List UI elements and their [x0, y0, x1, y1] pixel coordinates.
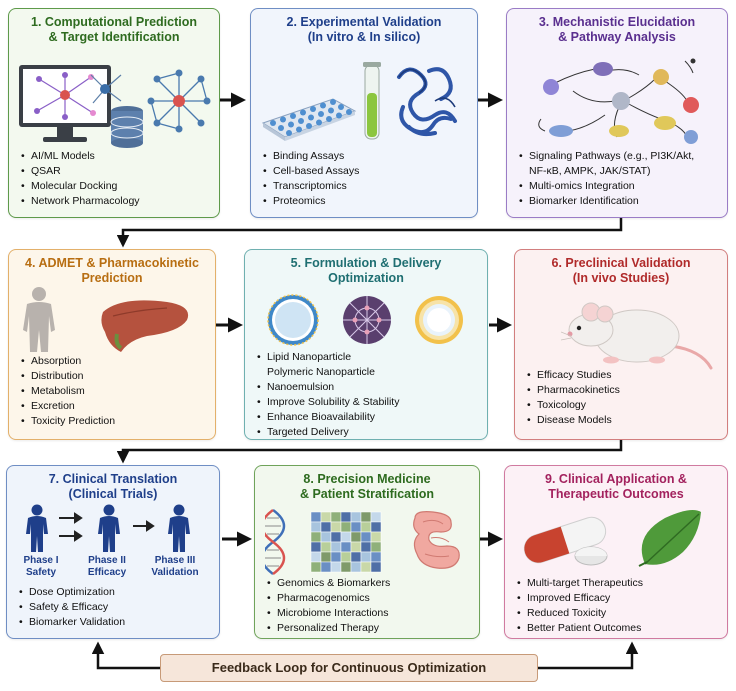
list-item: Safety & Efficacy	[19, 600, 125, 615]
list-item: Proteomics	[263, 194, 359, 209]
list-item: Reduced Toxicity	[517, 606, 643, 621]
list-item: Biomarker Validation	[19, 615, 125, 630]
panel-title: 6. Preclinical Validation (In vivo Studi…	[551, 256, 691, 285]
list-item: Metabolism	[21, 384, 115, 399]
panel-formulation-delivery: 5. Formulation & Delivery Optimization L…	[244, 249, 488, 440]
phase-label: Phase II Efficacy	[87, 555, 127, 578]
bullet-list: Dose Optimization Safety & Efficacy Biom…	[19, 585, 125, 630]
panel-title: 9. Clinical Application & Therapeutic Ou…	[545, 472, 687, 501]
feedback-loop-box: Feedback Loop for Continuous Optimizatio…	[160, 654, 538, 682]
list-item: Disease Models	[527, 413, 620, 428]
panel-title: 5. Formulation & Delivery Optimization	[290, 256, 442, 285]
panel-clinical-translation: 7. Clinical Translation (Clinical Trials…	[6, 465, 220, 639]
pathway-network-illustration	[538, 58, 699, 144]
list-item: Lipid Nanoparticle	[257, 350, 399, 365]
list-item: Targeted Delivery	[257, 425, 399, 440]
panel-computational-prediction: 1. Computational Prediction & Target Ide…	[8, 8, 220, 218]
mouse-illustration	[561, 302, 713, 370]
list-item: Biomarker Identification	[519, 194, 694, 209]
list-item: Toxicology	[527, 398, 620, 413]
pill-leaf-illustration	[523, 510, 701, 567]
bullet-list: Multi-target Therapeutics Improved Effic…	[517, 576, 643, 636]
panel-title: 4. ADMET & Pharmacokinetic Prediction	[25, 256, 199, 285]
list-item: Microbiome Interactions	[267, 606, 390, 621]
phase-label: Phase III Validation	[151, 555, 199, 578]
list-item: Dose Optimization	[19, 585, 125, 600]
panel-preclinical-validation: 6. Preclinical Validation (In vivo Studi…	[514, 249, 728, 440]
list-item: Enhance Bioavailability	[257, 410, 399, 425]
list-item: Network Pharmacology	[21, 194, 140, 209]
list-item: AI/ML Models	[21, 149, 140, 164]
list-item: Transcriptomics	[263, 179, 359, 194]
bullet-list: Absorption Distribution Metabolism Excre…	[21, 354, 115, 429]
panel-clinical-application: 9. Clinical Application & Therapeutic Ou…	[504, 465, 728, 639]
panel-title: 8. Precision Medicine & Patient Stratifi…	[299, 472, 435, 501]
list-item: Efficacy Studies	[527, 368, 620, 383]
bullet-list: Lipid Nanoparticle Polymeric Nanoparticl…	[257, 350, 399, 440]
panel-title: 3. Mechanistic Elucidation & Pathway Ana…	[538, 15, 696, 44]
list-item: Multi-target Therapeutics	[517, 576, 643, 591]
computer-network-illustration	[19, 65, 211, 148]
list-item: Binding Assays	[263, 149, 359, 164]
bullet-list: Genomics & Biomarkers Pharmacogenomics M…	[267, 576, 390, 636]
panel-mechanistic-elucidation: 3. Mechanistic Elucidation & Pathway Ana…	[506, 8, 728, 218]
list-item: Distribution	[21, 369, 115, 384]
list-item: Absorption	[21, 354, 115, 369]
panel-admet-prediction: 4. ADMET & Pharmacokinetic Prediction Ab…	[8, 249, 216, 440]
list-item: Signaling Pathways (e.g., PI3K/Akt,	[519, 149, 694, 164]
bullet-list: Efficacy Studies Pharmacokinetics Toxico…	[527, 368, 620, 428]
panel-title: 7. Clinical Translation (Clinical Trials…	[48, 472, 178, 501]
list-item: Excretion	[21, 399, 115, 414]
list-item: NF-κB, AMPK, JAK/STAT)	[529, 165, 651, 177]
trial-phases-illustration	[26, 504, 190, 552]
human-body-liver-illustration	[23, 287, 189, 352]
panel-precision-medicine: 8. Precision Medicine & Patient Stratifi…	[254, 465, 480, 639]
list-item: Improved Efficacy	[517, 591, 643, 606]
list-item: Molecular Docking	[21, 179, 140, 194]
bullet-list: Signaling Pathways (e.g., PI3K/Akt, NF-κ…	[519, 149, 694, 209]
list-item: Nanoemulsion	[257, 380, 399, 395]
list-item: Improve Solubility & Stability	[257, 395, 399, 410]
list-item: Multi-omics Integration	[519, 179, 694, 194]
list-item: Personalized Therapy	[267, 621, 390, 636]
list-item: QSAR	[21, 164, 140, 179]
list-item: Pharmacogenomics	[267, 591, 390, 606]
nanoparticle-illustration	[267, 294, 463, 346]
list-item: Toxicity Prediction	[21, 414, 115, 429]
panel-experimental-validation: 2. Experimental Validation (In vitro & I…	[250, 8, 478, 218]
list-item: Polymeric Nanoparticle	[267, 366, 375, 378]
panel-title: 1. Computational Prediction & Target Ide…	[31, 15, 197, 44]
list-item: Better Patient Outcomes	[517, 621, 643, 636]
list-item: Pharmacokinetics	[527, 383, 620, 398]
phase-label: Phase I Safety	[23, 555, 59, 578]
genomics-illustration	[265, 508, 460, 576]
bullet-list: Binding Assays Cell-based Assays Transcr…	[263, 149, 359, 209]
bullet-list: AI/ML Models QSAR Molecular Docking Netw…	[21, 149, 140, 209]
list-item: Cell-based Assays	[263, 164, 359, 179]
panel-title: 2. Experimental Validation (In vitro & I…	[286, 15, 442, 44]
list-item: Genomics & Biomarkers	[267, 576, 390, 591]
lab-assay-illustration	[261, 62, 457, 141]
